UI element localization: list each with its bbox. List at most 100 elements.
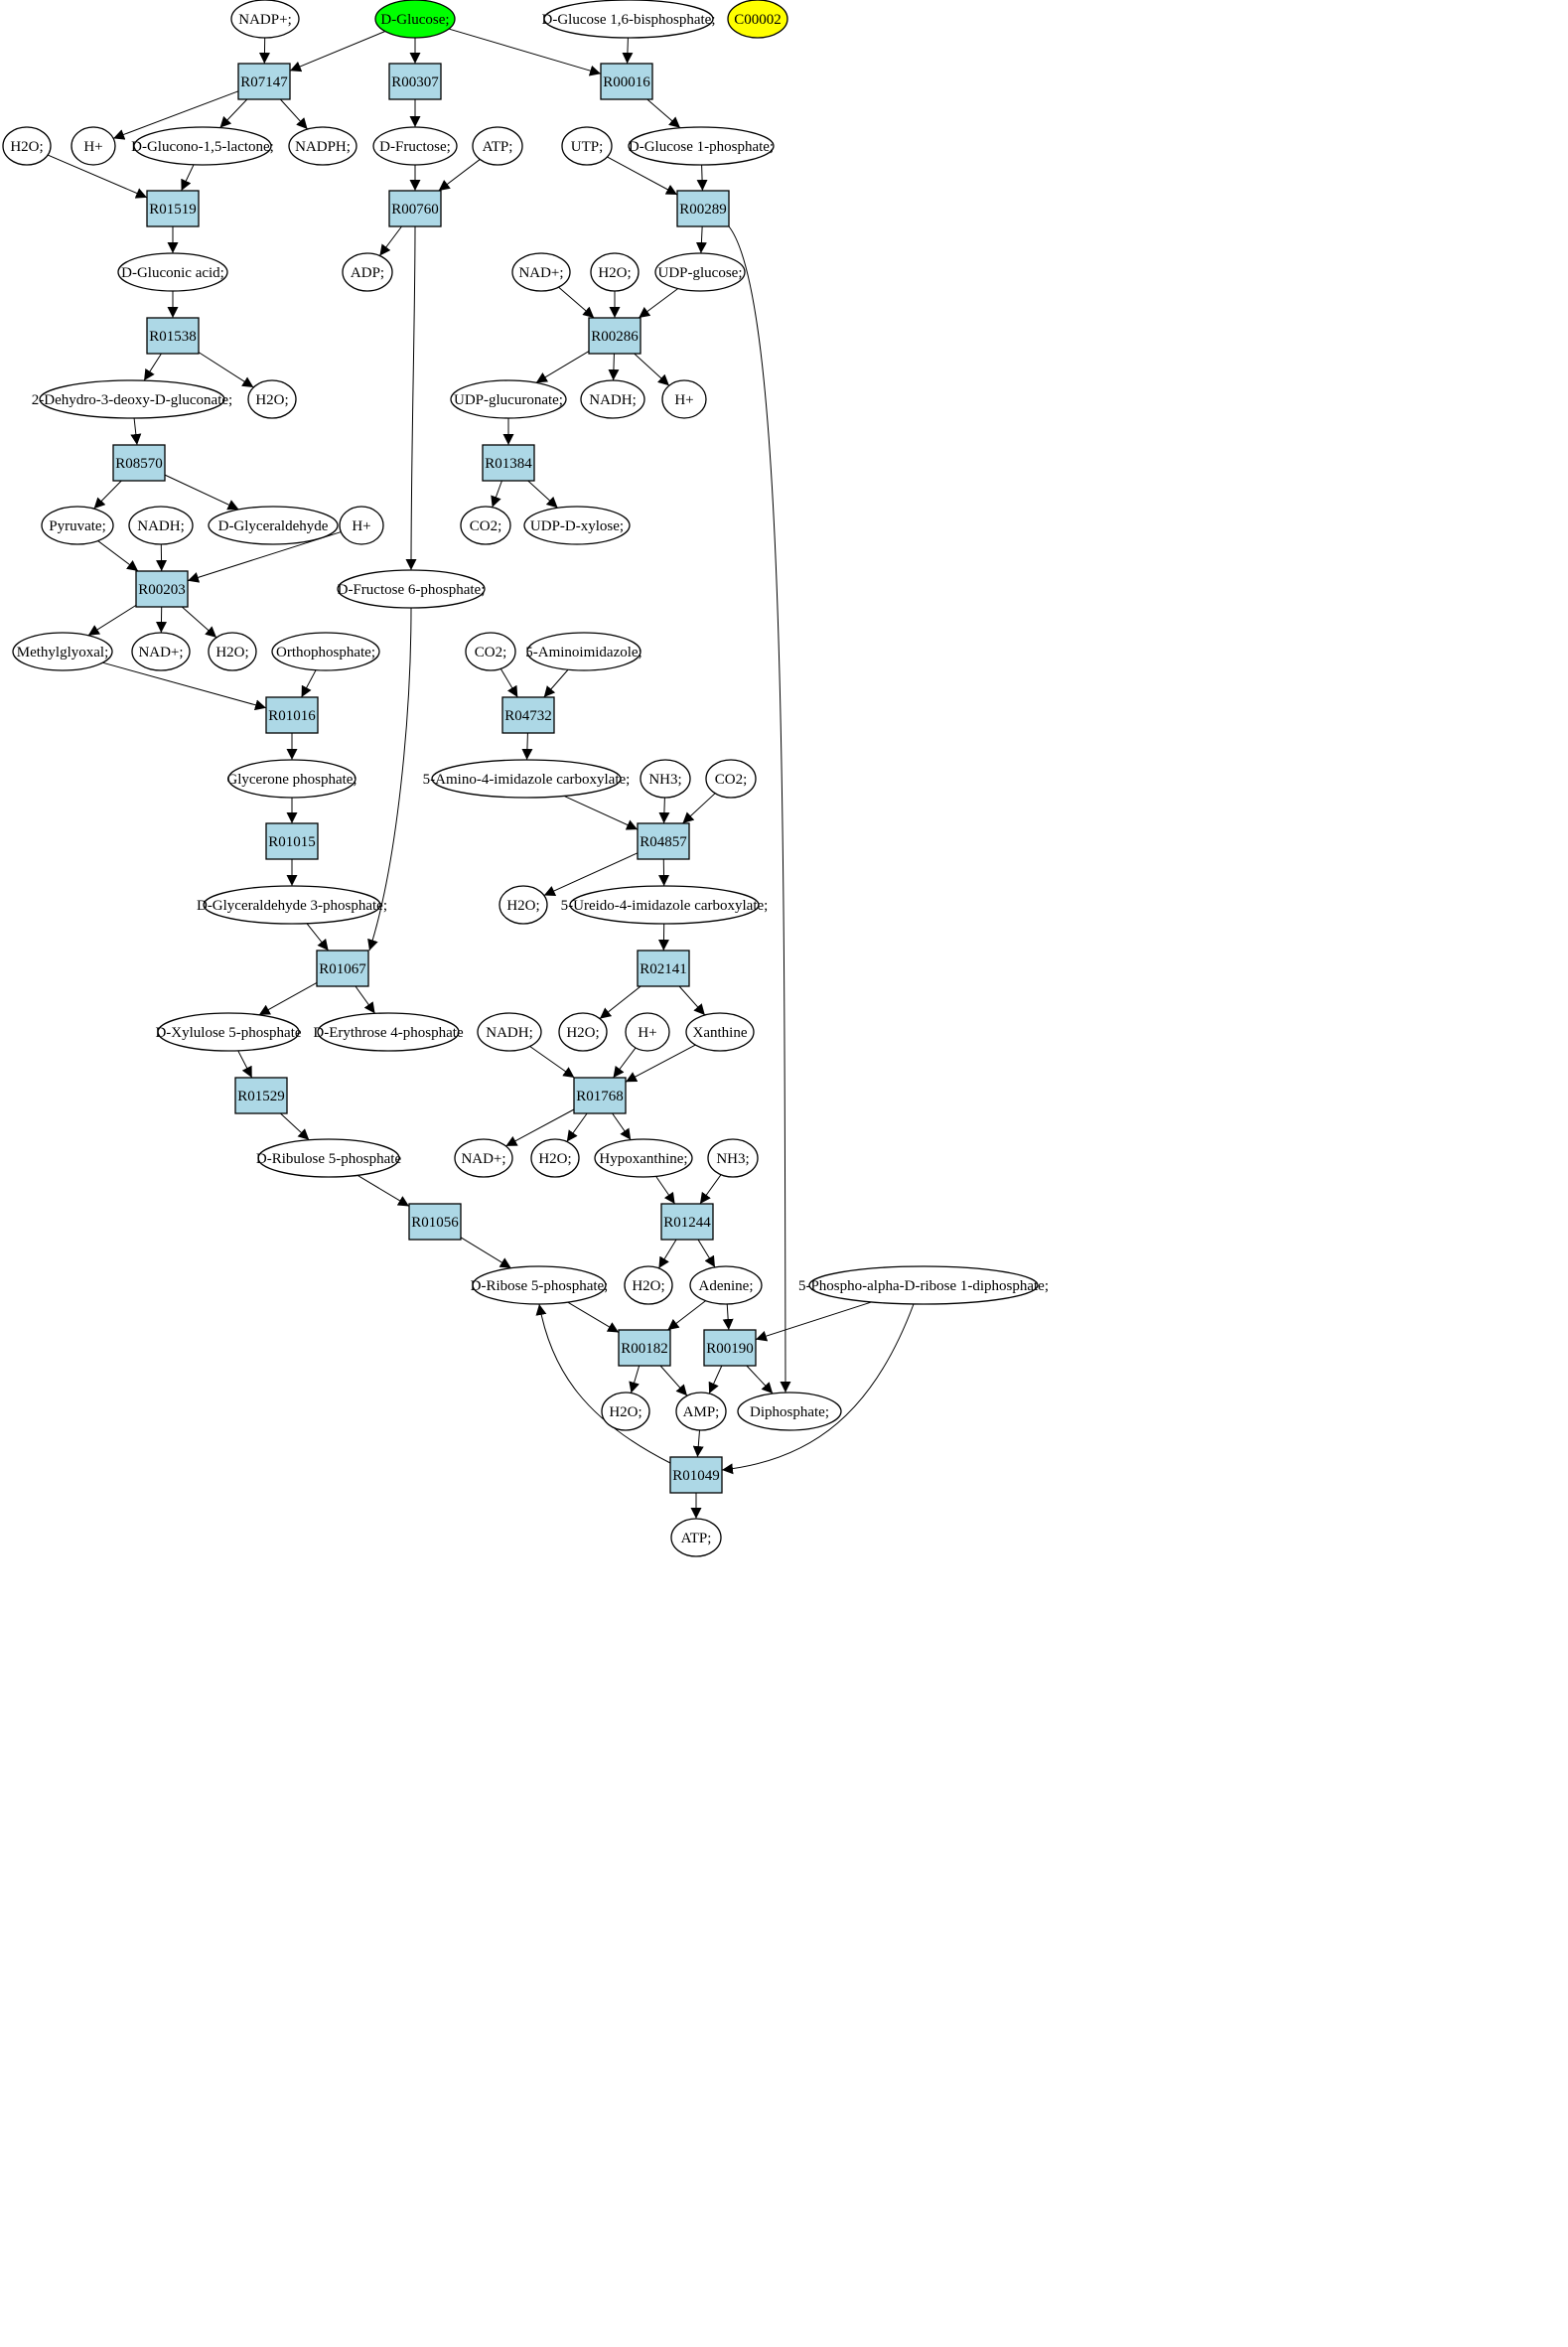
compound-ellipse[interactable]: [2, 126, 52, 166]
reaction-box[interactable]: [618, 1329, 671, 1367]
compound-node-h2o[interactable]: H2O;: [208, 632, 257, 671]
compound-node-5-phospho-alpha-d-ribose-1-diphosphate[interactable]: 5-Phospho-alpha-D-ribose 1-diphosphate;: [798, 1265, 1049, 1305]
reaction-box[interactable]: [600, 63, 653, 100]
compound-node-co2[interactable]: CO2;: [705, 759, 757, 799]
compound-node-5-aminoimidazole[interactable]: 5-Aminoimidazole;: [525, 632, 642, 671]
reaction-box[interactable]: [573, 1077, 627, 1114]
compound-ellipse[interactable]: [271, 632, 380, 671]
compound-ellipse[interactable]: [12, 632, 113, 671]
reaction-box[interactable]: [316, 950, 369, 987]
compound-ellipse[interactable]: [203, 885, 381, 925]
reaction-node-r00760[interactable]: R00760: [388, 190, 442, 227]
compound-node-d-glucono-1-5-lactone[interactable]: D-Glucono-1,5-lactone;: [131, 126, 274, 166]
reaction-box[interactable]: [112, 444, 166, 482]
compound-node-co2[interactable]: CO2;: [460, 506, 511, 545]
compound-node-d-glucose[interactable]: D-Glucose;: [374, 0, 456, 39]
reaction-box[interactable]: [669, 1456, 723, 1494]
compound-ellipse[interactable]: [558, 1012, 608, 1052]
reaction-node-r07147[interactable]: R07147: [237, 63, 291, 100]
compound-node-nad[interactable]: NAD+;: [131, 632, 191, 671]
reaction-node-r01538[interactable]: R01538: [146, 317, 200, 355]
reaction-box[interactable]: [637, 822, 690, 860]
reaction-node-r02141[interactable]: R02141: [637, 950, 690, 987]
compound-node-h[interactable]: H+: [71, 126, 116, 166]
compound-ellipse[interactable]: [257, 1138, 400, 1178]
compound-ellipse[interactable]: [523, 506, 631, 545]
compound-node-d-glyceraldehyde[interactable]: D-Glyceraldehyde: [208, 506, 339, 545]
compound-ellipse[interactable]: [117, 252, 228, 292]
compound-node-nadh[interactable]: NADH;: [580, 379, 645, 419]
compound-ellipse[interactable]: [208, 506, 339, 545]
compound-node-nadph[interactable]: NADPH;: [288, 126, 357, 166]
compound-node-d-fructose[interactable]: D-Fructose;: [372, 126, 458, 166]
compound-node-nadh[interactable]: NADH;: [477, 1012, 542, 1052]
compound-ellipse[interactable]: [247, 379, 297, 419]
compound-node-h2o[interactable]: H2O;: [601, 1392, 650, 1431]
compound-ellipse[interactable]: [431, 759, 622, 799]
compound-node-hypoxanthine[interactable]: Hypoxanthine;: [594, 1138, 693, 1178]
reaction-box[interactable]: [637, 950, 690, 987]
reaction-box[interactable]: [408, 1203, 462, 1241]
compound-ellipse[interactable]: [157, 1012, 300, 1052]
compound-node-h2o[interactable]: H2O;: [558, 1012, 608, 1052]
reaction-node-r00182[interactable]: R00182: [618, 1329, 671, 1367]
reaction-box[interactable]: [146, 317, 200, 355]
compound-ellipse[interactable]: [640, 759, 691, 799]
reaction-node-r01519[interactable]: R01519: [146, 190, 200, 227]
compound-node-xanthine[interactable]: Xanthine: [685, 1012, 755, 1052]
compound-ellipse[interactable]: [460, 506, 511, 545]
compound-node-co2[interactable]: CO2;: [465, 632, 516, 671]
compound-ellipse[interactable]: [499, 885, 548, 925]
compound-node-h2o[interactable]: H2O;: [530, 1138, 580, 1178]
compound-ellipse[interactable]: [654, 252, 746, 292]
compound-ellipse[interactable]: [372, 126, 458, 166]
compound-node-d-gluconic-acid[interactable]: D-Gluconic acid;: [117, 252, 228, 292]
compound-ellipse[interactable]: [628, 126, 775, 166]
reaction-box[interactable]: [146, 190, 200, 227]
reaction-box[interactable]: [135, 570, 189, 608]
reaction-node-r00203[interactable]: R00203: [135, 570, 189, 608]
compound-node-nadh[interactable]: NADH;: [128, 506, 194, 545]
reaction-node-r01016[interactable]: R01016: [265, 696, 319, 734]
compound-node-nad[interactable]: NAD+;: [454, 1138, 513, 1178]
compound-ellipse[interactable]: [472, 126, 523, 166]
compound-ellipse[interactable]: [594, 1138, 693, 1178]
compound-ellipse[interactable]: [737, 1392, 842, 1431]
compound-ellipse[interactable]: [705, 759, 757, 799]
compound-ellipse[interactable]: [624, 1265, 673, 1305]
compound-ellipse[interactable]: [689, 1265, 763, 1305]
compound-node-nadp[interactable]: NADP+;: [230, 0, 300, 39]
compound-ellipse[interactable]: [569, 885, 760, 925]
compound-node-d-glucose-1-phosphate[interactable]: D-Glucose 1-phosphate;: [628, 126, 775, 166]
compound-ellipse[interactable]: [208, 632, 257, 671]
compound-node-nh3[interactable]: NH3;: [640, 759, 691, 799]
compound-node-udp-glucuronate[interactable]: UDP-glucuronate;: [450, 379, 567, 419]
compound-ellipse[interactable]: [71, 126, 116, 166]
compound-ellipse[interactable]: [374, 0, 456, 39]
compound-node-atp[interactable]: ATP;: [472, 126, 523, 166]
reaction-node-r01015[interactable]: R01015: [265, 822, 319, 860]
compound-node-pyruvate[interactable]: Pyruvate;: [41, 506, 114, 545]
compound-node-atp[interactable]: ATP;: [670, 1518, 722, 1557]
compound-node-h2o[interactable]: H2O;: [624, 1265, 673, 1305]
compound-ellipse[interactable]: [39, 379, 225, 419]
compound-node-5-ureido-4-imidazole-carboxylate[interactable]: 5-Ureido-4-imidazole carboxylate;: [561, 885, 769, 925]
compound-ellipse[interactable]: [580, 379, 645, 419]
reaction-box[interactable]: [265, 822, 319, 860]
reaction-box[interactable]: [676, 190, 730, 227]
reaction-box[interactable]: [388, 190, 442, 227]
reaction-node-r00307[interactable]: R00307: [388, 63, 442, 100]
compound-ellipse[interactable]: [675, 1392, 727, 1431]
reaction-box[interactable]: [482, 444, 535, 482]
compound-ellipse[interactable]: [530, 1138, 580, 1178]
compound-ellipse[interactable]: [454, 1138, 513, 1178]
compound-node-h2o[interactable]: H2O;: [499, 885, 548, 925]
compound-ellipse[interactable]: [288, 126, 357, 166]
compound-ellipse[interactable]: [511, 252, 571, 292]
compound-ellipse[interactable]: [707, 1138, 759, 1178]
reaction-box[interactable]: [588, 317, 641, 355]
compound-node-h[interactable]: H+: [661, 379, 707, 419]
compound-node-d-ribulose-5-phosphate[interactable]: D-Ribulose 5-phosphate: [256, 1138, 402, 1178]
compound-ellipse[interactable]: [472, 1265, 607, 1305]
compound-ellipse[interactable]: [808, 1265, 1039, 1305]
